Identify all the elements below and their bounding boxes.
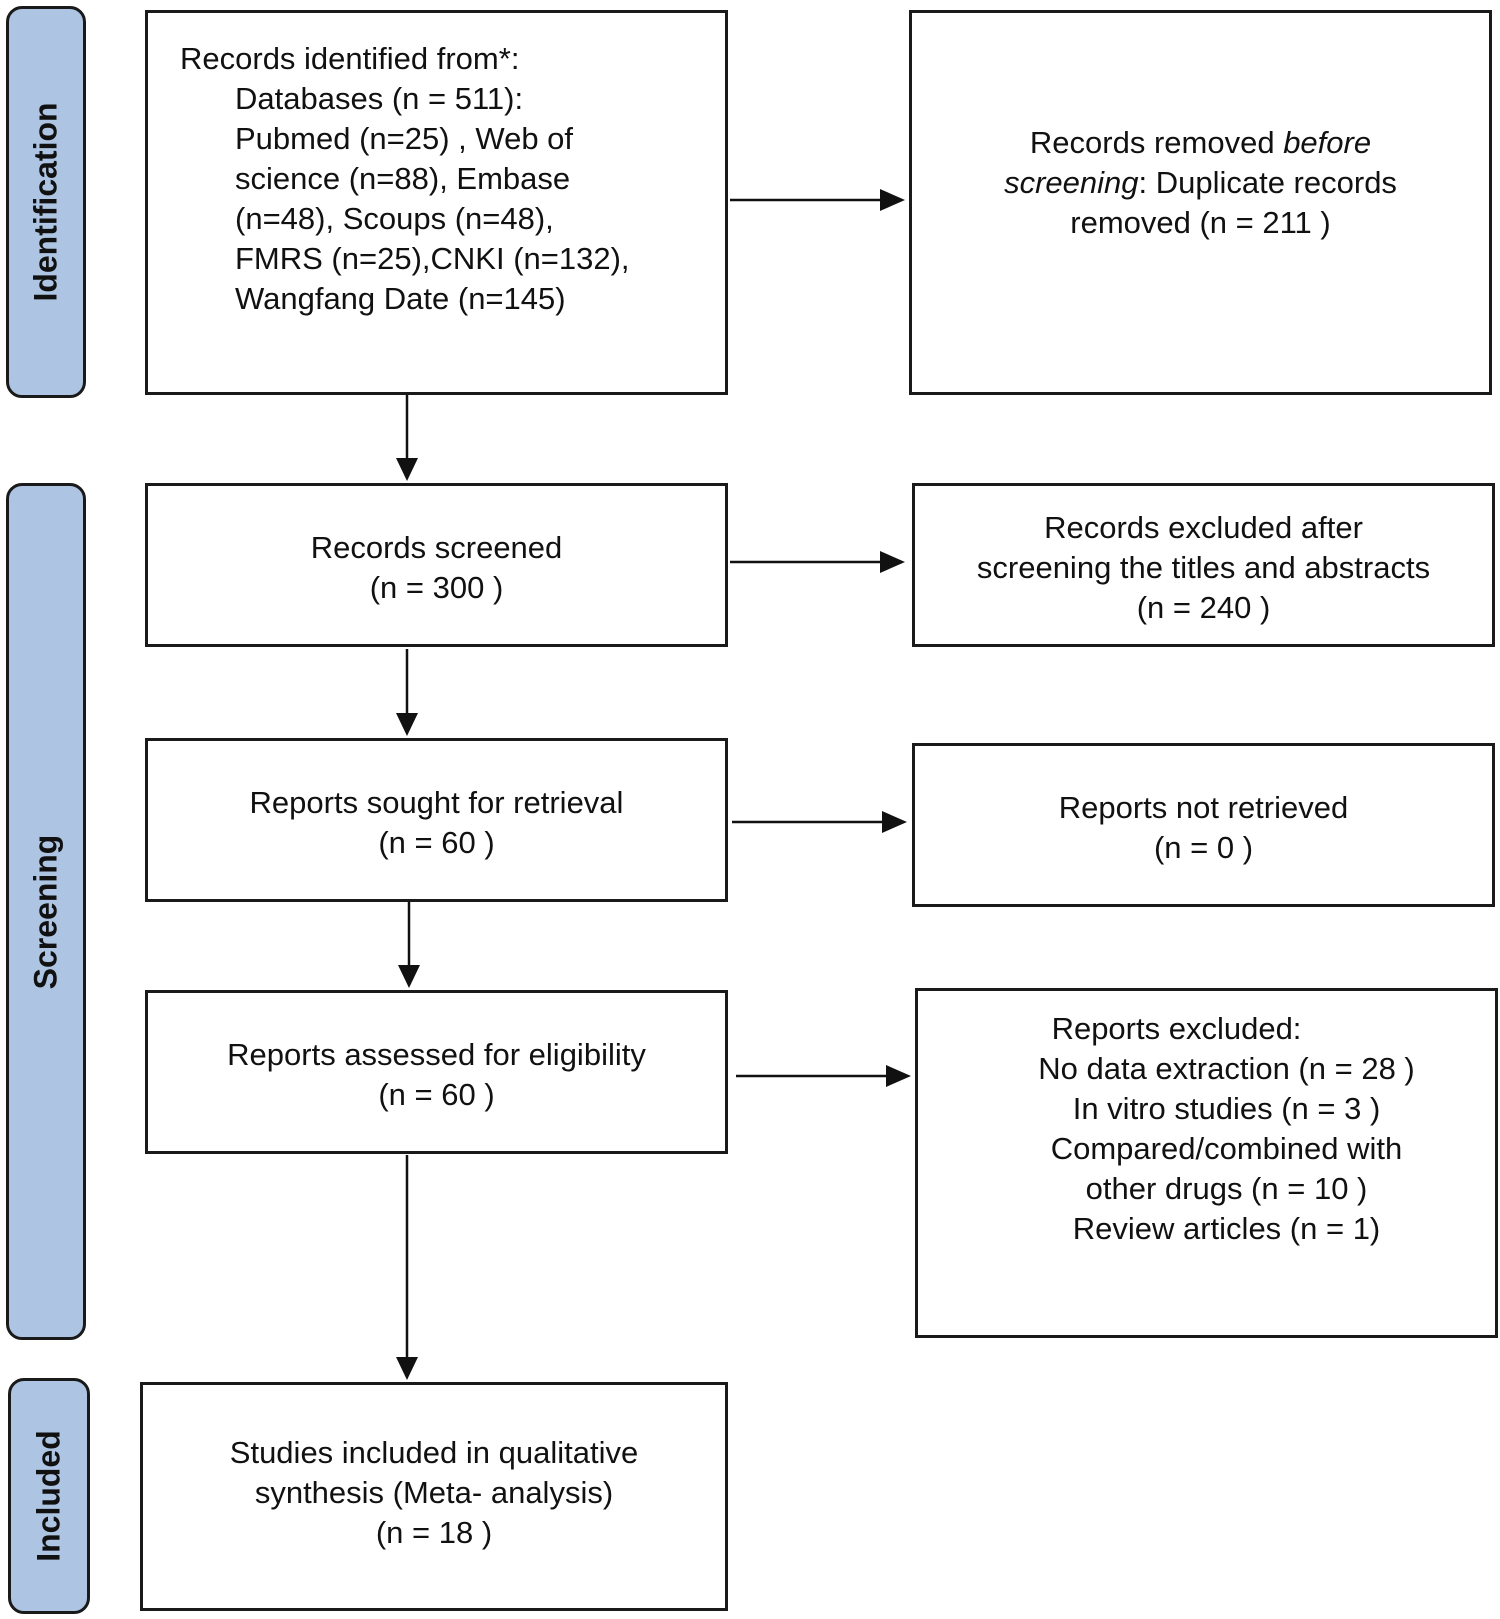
records-screened-box: Records screened (n = 300 ) <box>145 483 728 647</box>
arrowhead <box>396 713 418 736</box>
exclusion-reason: In vitro studies (n = 3 ) <box>1072 1091 1381 1126</box>
reports-not-retrieved-count: (n = 0 ) <box>1153 830 1254 865</box>
records-removed-box: Records removed before screening: Duplic… <box>909 10 1492 395</box>
reports-assessed-title: Reports assessed for eligibility <box>227 1037 646 1072</box>
exclusion-reason: Compared/combined with <box>1050 1131 1403 1166</box>
databases-count: Databases (n = 511): <box>235 81 524 116</box>
studies-included-count: (n = 18 ) <box>375 1515 493 1550</box>
records-identified-heading: Records identified from*: <box>180 41 520 76</box>
source-line: (n=48), Scoups (n=48), <box>235 201 554 236</box>
exclusion-reason: No data extraction (n = 28 ) <box>1038 1051 1415 1086</box>
reports-sought-count: (n = 60 ) <box>378 825 495 860</box>
source-line: Pubmed (n=25) , Web of <box>235 121 574 156</box>
phase-screening: Screening <box>6 483 86 1340</box>
records-screened-count: (n = 300 ) <box>369 570 504 605</box>
records-removed-line-2: screening: Duplicate records <box>1004 165 1397 200</box>
arrowhead <box>398 965 420 988</box>
arrowhead <box>882 811 907 833</box>
source-line: Wangfang Date (n=145) <box>235 281 566 316</box>
records-identified-box: Records identified from*: Databases (n =… <box>145 10 728 395</box>
reports-assessed-count: (n = 60 ) <box>378 1077 495 1112</box>
reports-excluded-heading: Reports excluded: <box>1051 1011 1302 1046</box>
studies-included-line: synthesis (Meta- analysis) <box>254 1475 614 1510</box>
studies-included-box: Studies included in qualitative synthesi… <box>140 1382 728 1611</box>
records-excluded-count: (n = 240 ) <box>1136 590 1271 625</box>
source-line: science (n=88), Embase <box>235 161 571 196</box>
arrowhead <box>880 189 905 211</box>
records-screened-title: Records screened <box>310 530 563 565</box>
records-excluded-line: screening the titles and abstracts <box>976 550 1431 585</box>
records-removed-count: removed (n = 211 ) <box>1070 205 1331 240</box>
records-removed-line-1: Records removed before <box>1029 125 1372 160</box>
reports-excluded-box: Reports excluded: No data extraction (n … <box>915 988 1498 1338</box>
phase-identification: Identification <box>6 6 86 398</box>
reports-assessed-box: Reports assessed for eligibility (n = 60… <box>145 990 728 1154</box>
records-excluded-box: Records excluded after screening the tit… <box>912 483 1495 647</box>
records-excluded-line: Records excluded after <box>1044 510 1363 545</box>
reports-sought-box: Reports sought for retrieval (n = 60 ) <box>145 738 728 902</box>
studies-included-line: Studies included in qualitative <box>229 1435 639 1470</box>
reports-not-retrieved-box: Reports not retrieved (n = 0 ) <box>912 743 1495 907</box>
exclusion-reason: Review articles (n = 1) <box>1072 1211 1381 1246</box>
arrowhead <box>396 1357 418 1380</box>
arrowhead <box>886 1065 911 1087</box>
source-line: FMRS (n=25),CNKI (n=132), <box>235 241 630 276</box>
arrowhead <box>396 458 418 481</box>
phase-included: Included <box>8 1378 90 1614</box>
reports-sought-title: Reports sought for retrieval <box>249 785 624 820</box>
exclusion-reason: other drugs (n = 10 ) <box>1085 1171 1368 1206</box>
arrowhead <box>880 551 905 573</box>
reports-not-retrieved-title: Reports not retrieved <box>1058 790 1349 825</box>
